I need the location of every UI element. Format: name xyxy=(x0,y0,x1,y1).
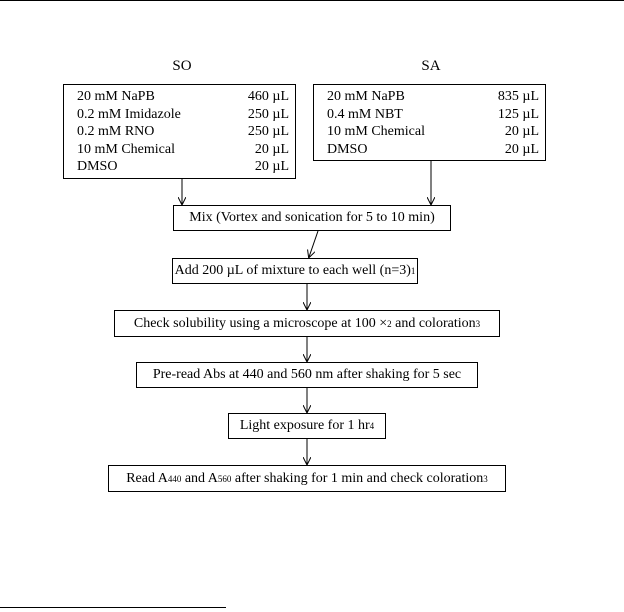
reagent-volume: 125 µL xyxy=(497,106,539,122)
reagent-volume: 460 µL xyxy=(247,89,289,104)
sa-reagent-box: 20 mM NaPB 835 µL 0.4 mM NBT 125 µL 10 mM … xyxy=(313,84,546,161)
reagent-name: 0.2 mM Imidazole xyxy=(77,106,181,122)
pre-read-step-label: Pre-read Abs at 440 and 560 nm after sha… xyxy=(152,367,462,383)
reagent-volume: 835 µL xyxy=(497,89,539,104)
sa-reagent-row: 0.4 mM NBT 125 µL xyxy=(327,106,539,124)
reagent-name: 10 mM Chemical xyxy=(327,124,425,139)
sa-heading: SA xyxy=(421,58,441,74)
so-heading: SO xyxy=(172,58,192,74)
reagent-volume: 20 µL xyxy=(254,141,289,157)
add-mixture-step-label: Add 200 µL of mixture to each well (n=3) xyxy=(174,263,411,279)
solubility-check-step-box: Check solubility using a microscope at 1… xyxy=(114,310,500,337)
sa-reagent-row: 10 mM Chemical 20 µL xyxy=(327,123,539,141)
reagent-name: DMSO xyxy=(77,159,118,174)
mix-step-box: Mix (Vortex and sonication for 5 to 10 m… xyxy=(173,205,451,231)
read-label: and A xyxy=(181,470,218,486)
mix-step-label: Mix (Vortex and sonication for 5 to 10 m… xyxy=(189,210,435,226)
read-label: Read A xyxy=(126,470,168,486)
sa-reagent-row: 20 mM NaPB 835 µL xyxy=(327,88,539,106)
coloration-label: and coloration xyxy=(391,315,476,331)
so-reagent-row: DMSO 20 µL xyxy=(77,158,289,176)
footnote-rule xyxy=(0,607,226,608)
reagent-volume: 20 µL xyxy=(254,159,289,174)
read-label: after shaking for 1 min and check colora… xyxy=(231,470,484,486)
light-exposure-step-label: Light exposure for 1 hr xyxy=(239,418,370,434)
reagent-name: 20 mM NaPB xyxy=(77,89,155,104)
reagent-volume: 250 µL xyxy=(247,106,289,122)
so-reagent-row: 0.2 mM Imidazole 250 µL xyxy=(77,106,289,124)
so-reagent-row: 10 mM Chemical 20 µL xyxy=(77,141,289,159)
pre-read-step-box: Pre-read Abs at 440 and 560 nm after sha… xyxy=(136,362,478,388)
so-reagent-row: 20 mM NaPB 460 µL xyxy=(77,88,289,106)
sa-reagent-row: DMSO 20 µL xyxy=(327,141,539,159)
so-reagent-row: 0.2 mM RNO 250 µL xyxy=(77,123,289,141)
add-mixture-step-box: Add 200 µL of mixture to each well (n=3)… xyxy=(172,258,418,284)
reagent-volume: 250 µL xyxy=(247,124,289,139)
arrow-mix-to-add xyxy=(309,230,319,257)
solubility-check-label: Check solubility using a microscope at 1… xyxy=(133,315,388,331)
reagent-volume: 20 µL xyxy=(504,124,539,139)
reagent-name: 10 mM Chemical xyxy=(77,141,175,157)
top-rule xyxy=(0,0,624,1)
reagent-volume: 20 µL xyxy=(504,141,539,157)
reagent-name: 20 mM NaPB xyxy=(327,89,405,104)
reagent-name: 0.4 mM NBT xyxy=(327,106,403,122)
reagent-name: 0.2 mM RNO xyxy=(77,124,155,139)
reagent-name: DMSO xyxy=(327,141,368,157)
